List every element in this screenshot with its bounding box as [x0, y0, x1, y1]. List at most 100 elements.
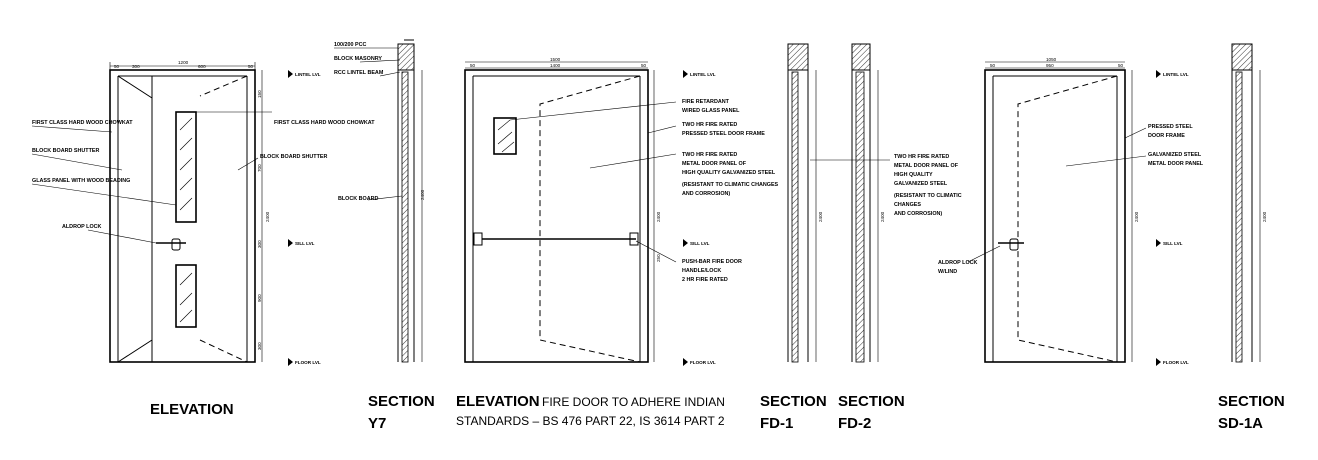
sd1a-dim-height: 2400: [1262, 211, 1267, 222]
fd-dim-1: 1500: [550, 57, 561, 62]
label-sd-aldrop-1: ALDROP LOCK: [938, 260, 978, 266]
caption-section-fd1-2: FD-1: [760, 415, 793, 432]
fd-dim-height: 2400: [656, 211, 661, 222]
dim-top-5: 50: [248, 64, 254, 69]
sd-dim-height: 2400: [1134, 211, 1139, 222]
caption-elevation-1: ELEVATION: [150, 401, 234, 418]
steel-door-swing: [1017, 75, 1118, 363]
fd-level-sill: SILL LVL: [690, 241, 710, 246]
label-aldrop: ALDROP LOCK: [62, 224, 102, 230]
caption-section-fd2-2: FD-2: [838, 415, 871, 432]
elevation-wood-door: 50 300 1200 600 50 150 700 2400 300 900 …: [31, 60, 375, 418]
wired-glass-panel: [493, 117, 517, 155]
label-fd2-note-1: (RESISTANT TO CLIMATIC: [894, 193, 962, 199]
label-pushbar-1: PUSH-BAR FIRE DOOR: [682, 259, 742, 265]
section-fd1: 2400 SECTION FD-1: [760, 43, 827, 432]
sd-dim-1: 1050: [1046, 57, 1057, 62]
caption-section-fd2-1: SECTION: [838, 393, 905, 410]
label-shutter-right: BLOCK BOARD SHUTTER: [260, 154, 327, 160]
dim-right-1: 150: [257, 90, 262, 98]
fire-door-note-1: FIRE DOOR TO ADHERE INDIAN: [542, 395, 725, 409]
level-floor: FLOOR LVL: [295, 360, 321, 365]
pushbar-lock: [629, 232, 639, 246]
fd2-dim-height: 2400: [880, 211, 885, 222]
sd1a-panel: [1235, 71, 1243, 363]
right-leaf-swing-bottom: [199, 339, 248, 363]
elevation-fire-door: 1500 1400 50 50 2400 250 LINTEL LVL SILL…: [456, 57, 779, 428]
dim-right-3: 2400: [265, 211, 270, 222]
label-glass: GLASS PANEL WITH WOOD BEADING: [32, 178, 130, 184]
label-rcc: RCC LINTEL BEAM: [334, 70, 384, 76]
steel-door-frame: [984, 69, 1126, 363]
label-wired-glass-1: FIRE RETARDANT: [682, 99, 730, 105]
dim-top-1: 50: [114, 64, 120, 69]
fd2-panel: [855, 71, 865, 363]
label-wired-glass-2: WIRED GLASS PANEL: [682, 108, 740, 114]
label-pcc: 100/200 PCC: [334, 42, 366, 48]
fd-dim-4: 50: [641, 63, 647, 68]
label-shutter: BLOCK BOARD SHUTTER: [32, 148, 99, 154]
sd-dim-3: 50: [990, 63, 996, 68]
label-pushbar-3: 2 HR FIRE RATED: [682, 277, 728, 283]
label-sd-panel-2: METAL DOOR PANEL: [1148, 161, 1204, 167]
dim-top-4: 600: [198, 64, 206, 69]
label-fd2-panel-1: TWO HR FIRE RATED: [894, 154, 949, 160]
fire-door-note-2: STANDARDS – BS 476 PART 22, IS 3614 PART…: [456, 414, 725, 428]
fd-dim-small: 250: [656, 254, 661, 262]
fd-level-lintel: LINTEL LVL: [690, 72, 716, 77]
sd-level-floor: FLOOR LVL: [1163, 360, 1189, 365]
label-frame-right: FIRST CLASS HARD WOOD CHOWKAT: [274, 120, 375, 126]
fd-level-floor: FLOOR LVL: [690, 360, 716, 365]
aldrop-lock: [171, 238, 181, 251]
dim-top-2: 300: [132, 64, 140, 69]
fd1-dim-height: 2400: [818, 211, 823, 222]
label-block-board: BLOCK BOARD: [338, 196, 379, 202]
y7-board: [401, 71, 409, 363]
dim-right-2: 700: [257, 164, 262, 172]
y7-dim-height: 2400: [420, 189, 425, 200]
label-sd-aldrop-2: W/LIND: [938, 269, 957, 275]
label-fd-panel-note-1: (RESISTANT TO CLIMATIC CHANGES: [682, 182, 779, 188]
fire-door-swing: [539, 75, 641, 363]
glass-panel-upper: [175, 111, 197, 223]
elevation-steel-door: 1050 950 50 50 2400 LINTEL LVL SILL LVL …: [938, 57, 1204, 366]
sd-dim-2: 950: [1046, 63, 1054, 68]
level-lintel: LINTEL LVL: [295, 72, 321, 77]
label-sd-frame-2: DOOR FRAME: [1148, 133, 1185, 139]
fd-dim-3: 50: [470, 63, 476, 68]
label-fd-panel-note-2: AND CORROSION): [682, 191, 730, 197]
label-fd-frame-2: PRESSED STEEL DOOR FRAME: [682, 131, 765, 137]
label-sd-panel-1: GALVANIZED STEEL: [1148, 152, 1202, 158]
section-y7: 100/200 PCC BLOCK MASONRY RCC LINTEL BEA…: [334, 39, 435, 432]
lintel-hatch: [397, 43, 415, 71]
fd-dim-2: 1400: [550, 63, 561, 68]
fd1-panel: [791, 71, 799, 363]
label-fd-panel-1: TWO HR FIRE RATED: [682, 152, 737, 158]
sd-level-lintel: LINTEL LVL: [1163, 72, 1189, 77]
caption-elevation-2: ELEVATION: [456, 393, 540, 410]
dim-right-5: 900: [257, 294, 262, 302]
label-fd2-note-3: AND CORROSION): [894, 211, 942, 217]
label-fd-frame-1: TWO HR FIRE RATED: [682, 122, 737, 128]
label-fd2-panel-4: GALVANIZED STEEL: [894, 181, 948, 187]
dim-right-6: 300: [257, 342, 262, 350]
dim-top-3: 1200: [178, 60, 189, 65]
label-fd-panel-2: METAL DOOR PANEL OF: [682, 161, 747, 167]
pushbar-end: [473, 232, 483, 246]
caption-section-fd1-1: SECTION: [760, 393, 827, 410]
door-frame-outline: [109, 69, 256, 363]
caption-section-y7-2: Y7: [368, 415, 386, 432]
label-pushbar-2: HANDLE/LOCK: [682, 268, 721, 274]
right-leaf-swing-top: [199, 75, 248, 97]
caption-section-sd1a-2: SD-1A: [1218, 415, 1263, 432]
caption-section-y7-1: SECTION: [368, 393, 435, 410]
sd-dim-4: 50: [1118, 63, 1124, 68]
label-fd2-note-2: CHANGES: [894, 202, 921, 208]
left-leaf-swing: [117, 75, 153, 363]
fire-door-frame: [464, 69, 649, 363]
steel-aldrop-lock: [1009, 238, 1019, 251]
caption-section-sd1a-1: SECTION: [1218, 393, 1285, 410]
level-sill: SILL LVL: [295, 241, 315, 246]
label-masonry: BLOCK MASONRY: [334, 56, 382, 62]
